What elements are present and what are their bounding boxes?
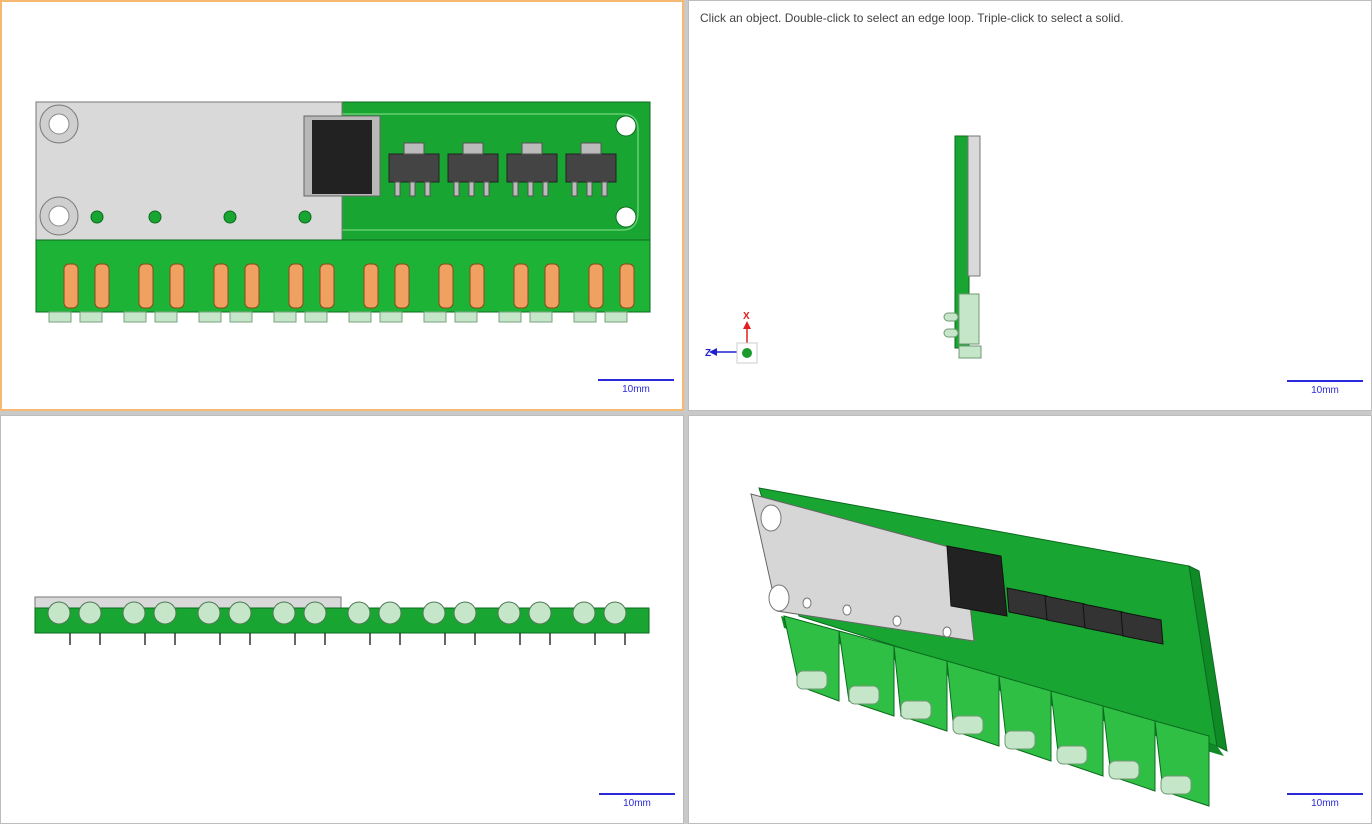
board-top-view[interactable] [2, 2, 684, 411]
mounting-hole [760, 504, 782, 532]
viewport-side-view[interactable]: Click an object. Double-click to select … [688, 0, 1372, 411]
board-isometric-view[interactable] [689, 416, 1372, 824]
ic-chip[interactable] [946, 545, 1008, 617]
scale-label: 10mm [1311, 385, 1339, 396]
scale-label: 10mm [623, 798, 651, 809]
mounting-hole [768, 584, 790, 612]
scale-bar: 10mm [1287, 380, 1363, 396]
board-front-view[interactable] [1, 416, 684, 824]
axis-x-label: X [743, 311, 750, 322]
scale-bar: 10mm [1287, 793, 1363, 809]
viewport-top-view[interactable]: 10mm [0, 0, 684, 411]
mounting-hole [39, 104, 79, 144]
scale-label: 10mm [622, 384, 650, 395]
viewport-front-view[interactable]: 10mm [0, 415, 684, 824]
scale-bar: 10mm [599, 793, 675, 809]
ic-chip[interactable] [303, 115, 381, 197]
mounting-hole [39, 196, 79, 236]
axis-triad[interactable] [709, 321, 758, 364]
scale-label: 10mm [1311, 798, 1339, 809]
scale-bar: 10mm [598, 379, 674, 395]
board-side-view[interactable]: X Z [689, 1, 1372, 411]
axis-z-label: Z [705, 348, 711, 359]
selection-hint: Click an object. Double-click to select … [700, 11, 1124, 25]
viewport-isometric-view[interactable]: 10mm [688, 415, 1372, 824]
